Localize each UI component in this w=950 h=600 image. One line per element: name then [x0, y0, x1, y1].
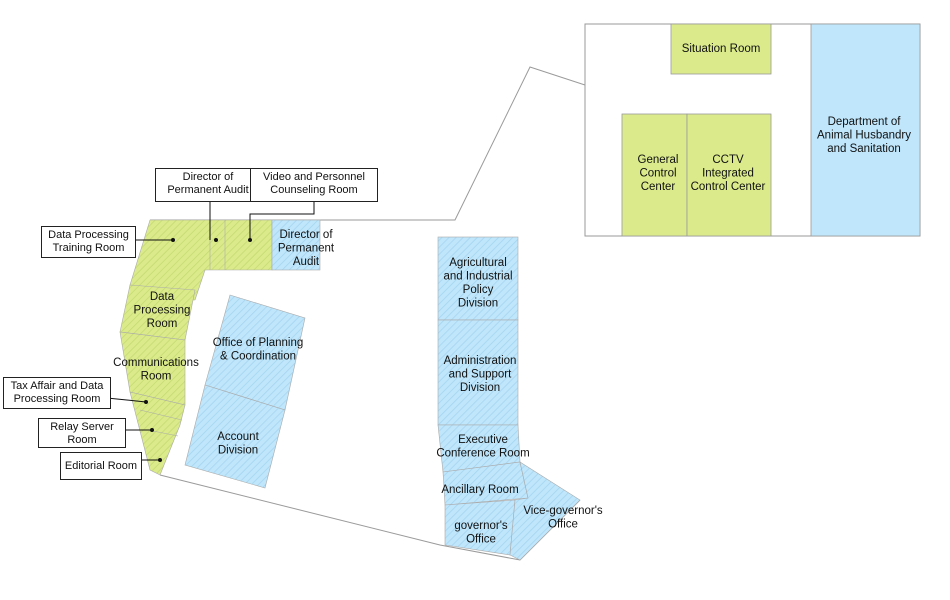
- general-control-center[interactable]: [621, 113, 688, 237]
- callout-director-permanent-audit: Director of Permanent Audit: [155, 168, 261, 202]
- callout-video-personnel-counseling: Video and Personnel Counseling Room: [250, 168, 378, 202]
- callout-tax-affair-data-processing: Tax Affair and Data Processing Room: [3, 377, 111, 409]
- account-division[interactable]: [184, 384, 286, 489]
- administration-support-division[interactable]: [437, 319, 519, 426]
- cctv-integrated-control-center[interactable]: [686, 113, 772, 237]
- vice-governors-office[interactable]: [509, 461, 581, 561]
- situation-room[interactable]: [670, 23, 772, 75]
- callout-data-processing-training: Data Processing Training Room: [41, 226, 136, 258]
- room-label-office-planning-coordination: Office of Planning& Coordination: [213, 337, 304, 363]
- room-label-ancillary-room: Ancillary Room: [441, 484, 518, 496]
- director-permanent-audit-room[interactable]: [271, 219, 321, 271]
- callout-relay-server-room: Relay Server Room: [38, 418, 126, 448]
- callout-editorial-room: Editorial Room: [60, 452, 142, 480]
- left-wing-lower-rooms: [129, 391, 186, 476]
- callout-dots: [144, 238, 252, 462]
- dept-animal-husbandry[interactable]: [810, 23, 921, 237]
- agricultural-policy-division[interactable]: [437, 236, 519, 321]
- room-label-situation-room: Situation Room: [682, 43, 761, 55]
